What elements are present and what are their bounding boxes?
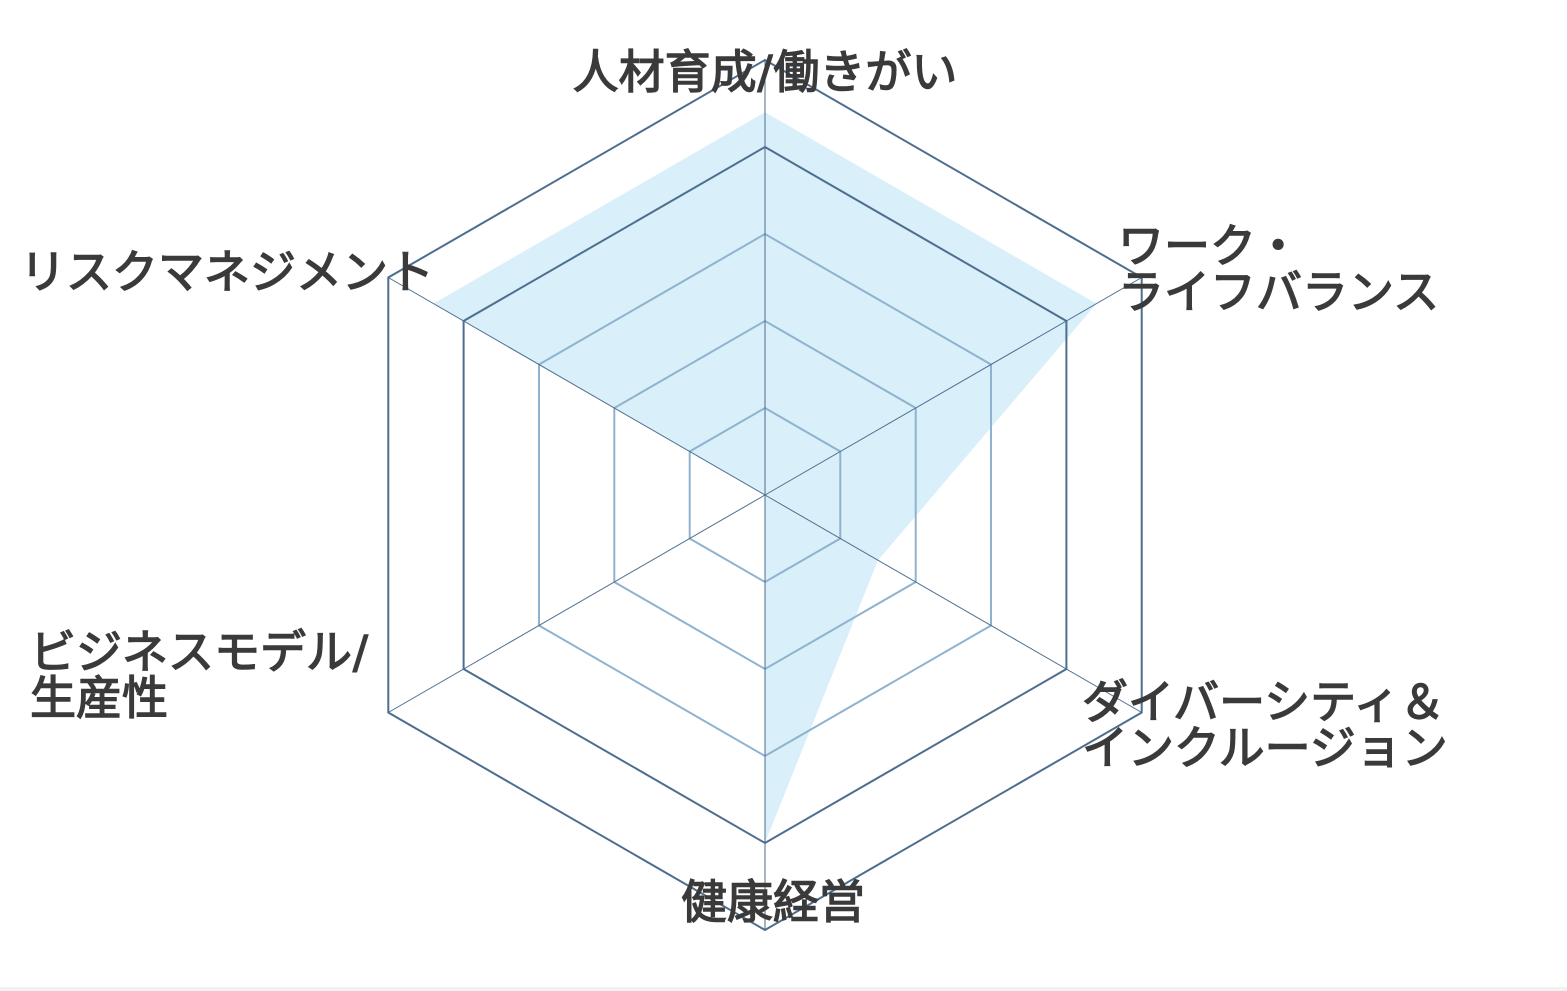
- axis-label-2-line-0: ダイバーシティ＆: [1082, 675, 1445, 729]
- axis-label-1-line-1: ライフバランス: [1118, 265, 1439, 319]
- axis-label-layer: 人材育成/働きがいワーク・ライフバランスダイバーシティ＆インクルージョン健康経営…: [20, 45, 1448, 929]
- grid-layer: [387, 58, 1143, 932]
- axis-label-4: ビジネスモデル/生産性: [30, 625, 369, 725]
- axis-label-5: リスクマネジメント: [20, 245, 434, 299]
- axis-spoke-1: [764, 277, 1142, 496]
- axis-label-4-line-1: 生産性: [30, 671, 168, 725]
- axis-label-3: 健康経営: [681, 875, 865, 929]
- axis-label-4-line-0: ビジネスモデル/: [30, 625, 369, 679]
- axis-label-2-line-1: インクルージョン: [1082, 721, 1448, 775]
- axis-label-1: ワーク・ライフバランス: [1118, 219, 1439, 319]
- axis-label-1-line-0: ワーク・: [1118, 219, 1301, 273]
- axis-spoke-5: [388, 277, 766, 496]
- axis-spoke-2: [764, 494, 1142, 713]
- axis-spoke-4: [388, 494, 766, 713]
- axis-label-3-line-0: 健康経営: [681, 875, 865, 929]
- axis-label-2: ダイバーシティ＆インクルージョン: [1082, 675, 1448, 775]
- grid-ring-outer: [387, 58, 1143, 932]
- axis-label-0: 人材育成/働きがい: [573, 45, 958, 99]
- bottom-edge: [0, 987, 1567, 991]
- axis-label-0-line-0: 人材育成/働きがい: [573, 45, 958, 99]
- axis-label-5-line-0: リスクマネジメント: [20, 245, 434, 299]
